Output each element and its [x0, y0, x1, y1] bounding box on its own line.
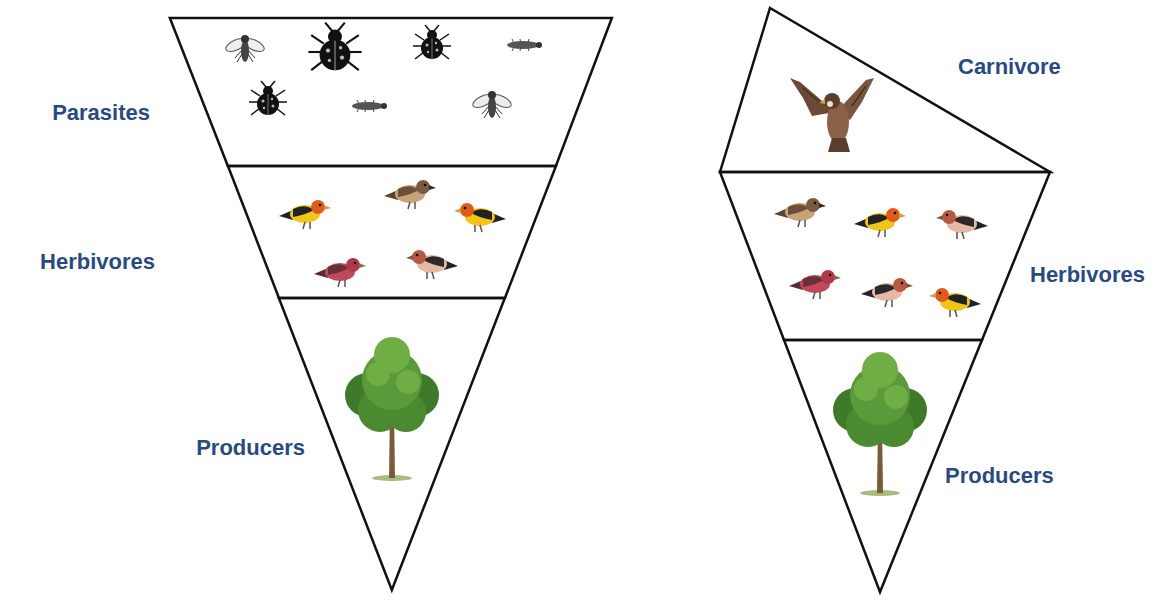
band-outline — [279, 298, 505, 590]
trophic-level-label: Herbivores — [40, 249, 155, 275]
pyramid-band: Parasites — [48, 14, 616, 170]
trophic-level-label: Parasites — [52, 100, 150, 126]
band-outline — [228, 166, 556, 298]
pyramid-band: Carnivore — [716, 4, 1065, 176]
band-outline — [720, 8, 1050, 172]
trophic-level-label: Herbivores — [1030, 262, 1145, 288]
pyramid-band: Producers — [192, 294, 509, 594]
trophic-level-label: Producers — [945, 463, 1054, 489]
pyramid-band: Producers — [780, 336, 1058, 596]
trophic-level-label: Producers — [196, 435, 305, 461]
hawk — [790, 78, 874, 152]
band-outline-canvas — [716, 4, 1065, 176]
band-outline-canvas — [48, 14, 616, 170]
band-outline-canvas — [716, 168, 1149, 344]
trophic-level-label: Carnivore — [958, 54, 1061, 80]
band-outline — [170, 18, 612, 166]
pyramid-band: Herbivores — [716, 168, 1149, 344]
band-outline — [720, 172, 1050, 340]
pyramid-band: Herbivores — [36, 162, 560, 302]
band-outline-canvas — [36, 162, 560, 302]
